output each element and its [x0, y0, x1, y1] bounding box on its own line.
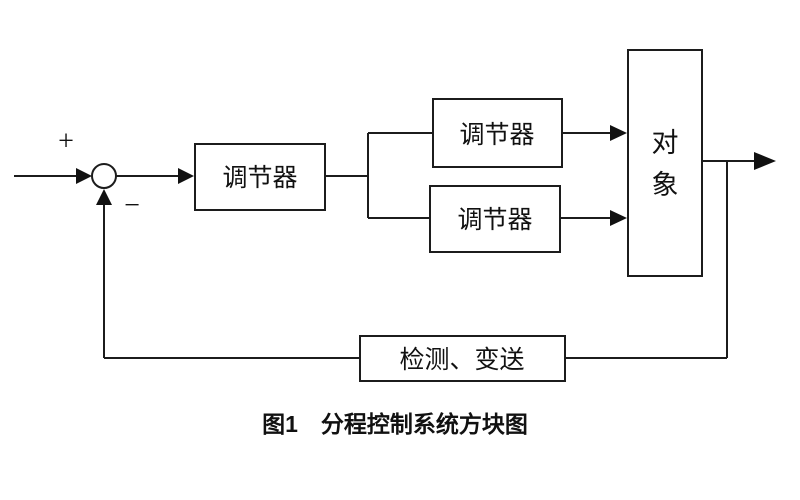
plant-bottom-arrowhead-icon: [610, 210, 627, 226]
plus-sign: +: [58, 126, 74, 157]
feedback-block: [359, 335, 566, 382]
summing-junction: [91, 163, 117, 189]
controller-top-label: 调节器: [459, 121, 534, 149]
feedback-label: 检测、变送: [399, 346, 524, 374]
controller-bottom-label: 调节器: [457, 206, 532, 234]
plant-block: [627, 49, 703, 277]
output-arrowhead-icon: [754, 152, 776, 170]
figure-caption: 图1 分程控制系统方块图: [262, 411, 528, 437]
plant-label-char2: 象: [652, 170, 679, 200]
minus-sign: −: [124, 190, 140, 221]
feedback-arrowhead-icon: [96, 189, 112, 205]
input-arrowhead-icon: [76, 168, 92, 184]
controller-main-label: 调节器: [222, 164, 297, 192]
plant-top-arrowhead-icon: [610, 125, 627, 141]
controller-input-arrowhead-icon: [178, 168, 194, 184]
plant-label-char1: 对: [652, 128, 679, 158]
